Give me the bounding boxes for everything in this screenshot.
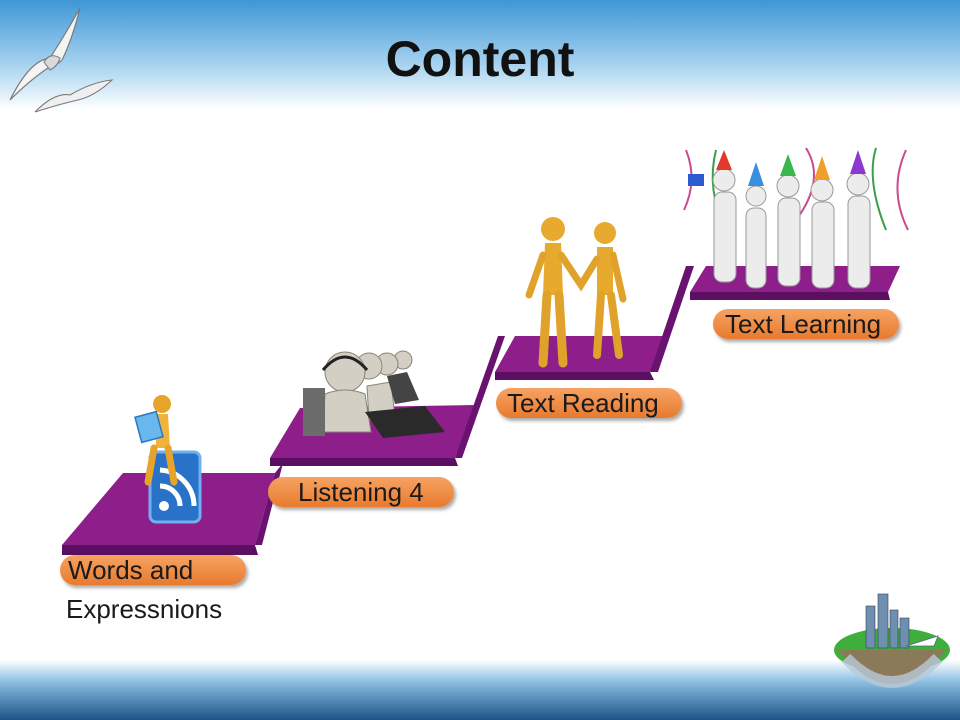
step-3-pill	[496, 388, 682, 418]
step-4-label: Text Learning	[725, 309, 882, 339]
step-3-top	[495, 336, 668, 372]
step-1-label: Words and	[68, 555, 194, 585]
rss-icon	[148, 450, 202, 524]
slide-title: Content	[385, 31, 575, 87]
seagulls-icon	[9, 7, 114, 113]
step-2-front	[270, 458, 458, 466]
party-figures-icon	[683, 147, 909, 289]
step-3-label: Text Reading	[507, 388, 659, 418]
headset-workers-icon	[303, 350, 445, 438]
step-2-pill	[268, 477, 454, 507]
riser-2	[455, 336, 505, 458]
step-1-front	[62, 545, 258, 555]
header-band	[0, 0, 960, 110]
step-1-label-line2: Expressnions	[66, 594, 223, 624]
riser-3	[650, 266, 694, 372]
step-3-front	[495, 372, 654, 380]
step-2-label: Listening 4	[298, 477, 424, 507]
step-4-front	[690, 292, 890, 300]
footer-band	[0, 660, 960, 720]
step-4-pill	[713, 309, 899, 339]
handshake-figures-icon	[525, 217, 627, 368]
step-1-pill	[60, 555, 246, 585]
reading-figure-icon	[134, 395, 178, 486]
globe-city-icon	[834, 593, 950, 688]
